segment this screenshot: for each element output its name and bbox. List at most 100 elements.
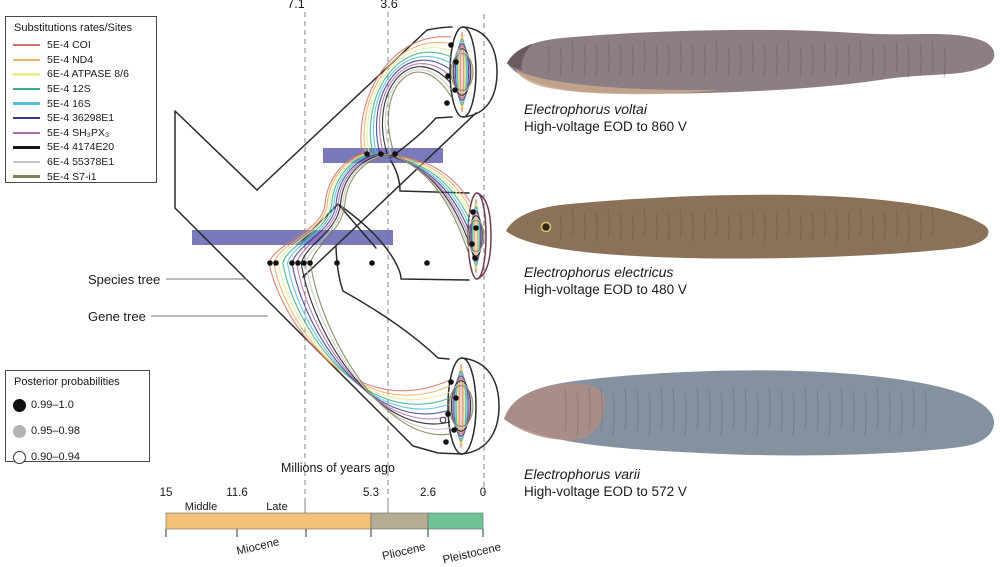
line-swatch-nd4 xyxy=(13,58,40,62)
eel-texture-stroke xyxy=(811,212,814,241)
species-eod: High-voltage EOD to 572 V xyxy=(524,484,687,499)
eel-texture-stroke xyxy=(631,213,634,242)
node-dot xyxy=(443,439,449,445)
posterior-item: 0.95–0.98 xyxy=(13,418,142,444)
eel-texture-stroke xyxy=(691,213,694,242)
node-dot xyxy=(392,151,398,157)
node-dot xyxy=(451,427,457,433)
species-tree-inner-diagonal xyxy=(302,112,477,278)
electricus-body xyxy=(506,194,989,259)
gene-tip-fan xyxy=(455,370,467,442)
miocene-bar xyxy=(165,512,372,530)
substitution-legend: Substitutions rates/Sites 5E-4 COI 5E-4 … xyxy=(5,16,157,183)
gene-tree-curve xyxy=(291,262,451,415)
eel-texture-stroke xyxy=(751,40,754,73)
node-dot-gray xyxy=(456,49,462,55)
species-tree-label: Species tree xyxy=(88,272,161,287)
voltai-belly xyxy=(516,70,720,95)
varii-tip-cap xyxy=(461,357,500,455)
line-swatch-12s xyxy=(13,87,40,91)
eel-texture-stroke xyxy=(775,212,778,241)
gene-tree-curve xyxy=(268,262,451,392)
eel-texture-stroke xyxy=(588,387,591,431)
divergence-time-7-1: 7.1 xyxy=(287,0,305,11)
gene-tip-fan xyxy=(450,380,472,432)
eel-texture-stroke xyxy=(660,387,663,431)
electricus-photo xyxy=(506,194,989,259)
eel-texture-stroke xyxy=(564,388,567,432)
gene-tree-curve xyxy=(291,153,381,264)
gene-tree-curve xyxy=(366,47,452,155)
gene-tip-fan xyxy=(467,220,485,252)
eel-texture-stroke xyxy=(679,208,682,237)
legend-item: 5E-4 SH₃PX₃ xyxy=(13,126,149,141)
eel-texture-stroke xyxy=(727,45,730,78)
posterior-item-label: 0.90–0.94 xyxy=(31,451,80,463)
eel-texture-stroke xyxy=(684,392,687,436)
gray-circle-icon xyxy=(13,424,26,438)
eel-texture-stroke xyxy=(871,214,874,243)
eel-texture-stroke xyxy=(655,213,658,242)
node-dot xyxy=(453,395,459,401)
electricus-caption: Electrophorus electricus High-voltage EO… xyxy=(524,264,687,298)
eel-texture-stroke xyxy=(799,46,802,78)
gene-tree-curve xyxy=(375,59,452,155)
legend-item: 5E-4 16S xyxy=(13,96,149,111)
species-name: Electrophorus electricus xyxy=(524,264,674,280)
eel-texture-stroke xyxy=(715,208,718,237)
node-dot xyxy=(472,255,478,261)
eel-texture-stroke xyxy=(756,392,759,435)
eel-texture-stroke xyxy=(799,214,802,242)
gene-tree-curve xyxy=(390,153,471,252)
legend-item: 5E-4 4174E20 xyxy=(13,140,149,155)
gene-tip-fan xyxy=(454,43,470,101)
geologic-time-bar xyxy=(165,512,484,530)
gene-tree-curve xyxy=(383,153,471,240)
eel-texture-stroke xyxy=(895,209,898,238)
gene-tree-curve xyxy=(305,262,451,430)
legend-item: 6E-4 ATPASE 8/6 xyxy=(13,67,149,82)
tick-label-15: 15 xyxy=(159,487,173,499)
species-eod: High-voltage EOD to 860 V xyxy=(524,119,687,134)
legend-item-label: 5E-4 ND4 xyxy=(47,53,94,66)
eel-texture-stroke xyxy=(703,213,706,241)
node-dot xyxy=(445,411,451,417)
gene-tip-fan xyxy=(472,205,480,267)
gene-tree-curve xyxy=(277,153,370,264)
gene-tree-curve xyxy=(385,68,452,155)
legend-item: 5E-4 COI xyxy=(13,38,149,53)
eel-texture-stroke xyxy=(816,390,819,433)
voltai-body xyxy=(507,29,995,94)
eel-texture-stroke xyxy=(787,41,790,73)
posterior-legend: Posterior probabilities 0.99–1.0 0.95–0.… xyxy=(5,370,150,464)
gene-tree-curve xyxy=(382,66,452,155)
legend-item-label: 5E-4 36298E1 xyxy=(47,112,115,125)
gene-tip-fan xyxy=(458,36,466,108)
varii-photo xyxy=(504,370,995,456)
gene-tree-curve xyxy=(273,262,451,396)
species-name: Electrophorus voltai xyxy=(524,101,647,117)
eel-texture-stroke xyxy=(780,390,783,433)
gene-tree-curve xyxy=(296,153,384,264)
tick-label-2-6: 2.6 xyxy=(420,487,436,499)
node-dot xyxy=(364,151,370,157)
gene-tree-curves xyxy=(268,36,471,436)
posterior-legend-title: Posterior probabilities xyxy=(14,376,120,388)
eel-texture-stroke xyxy=(871,46,874,78)
gene-tip-fan xyxy=(450,53,474,91)
line-swatch-s7i1 xyxy=(13,175,40,178)
eel-texture-stroke xyxy=(576,392,579,436)
legend-item-label: 5E-4 4174E20 xyxy=(47,141,115,154)
gene-tree-curve xyxy=(286,153,377,264)
electricus-eye xyxy=(540,221,552,233)
voltai-head xyxy=(507,44,532,70)
eel-texture-stroke xyxy=(775,44,778,77)
eel-texture-stroke xyxy=(667,213,670,242)
eel-texture-stroke xyxy=(924,390,927,434)
node-dot xyxy=(369,260,375,266)
legend-item-label: 5E-4 12S xyxy=(47,83,91,96)
legend-item-label: 5E-4 SH₃PX₃ xyxy=(47,126,110,139)
line-swatch-sh3px3 xyxy=(13,131,40,135)
eel-texture-stroke xyxy=(595,213,598,242)
